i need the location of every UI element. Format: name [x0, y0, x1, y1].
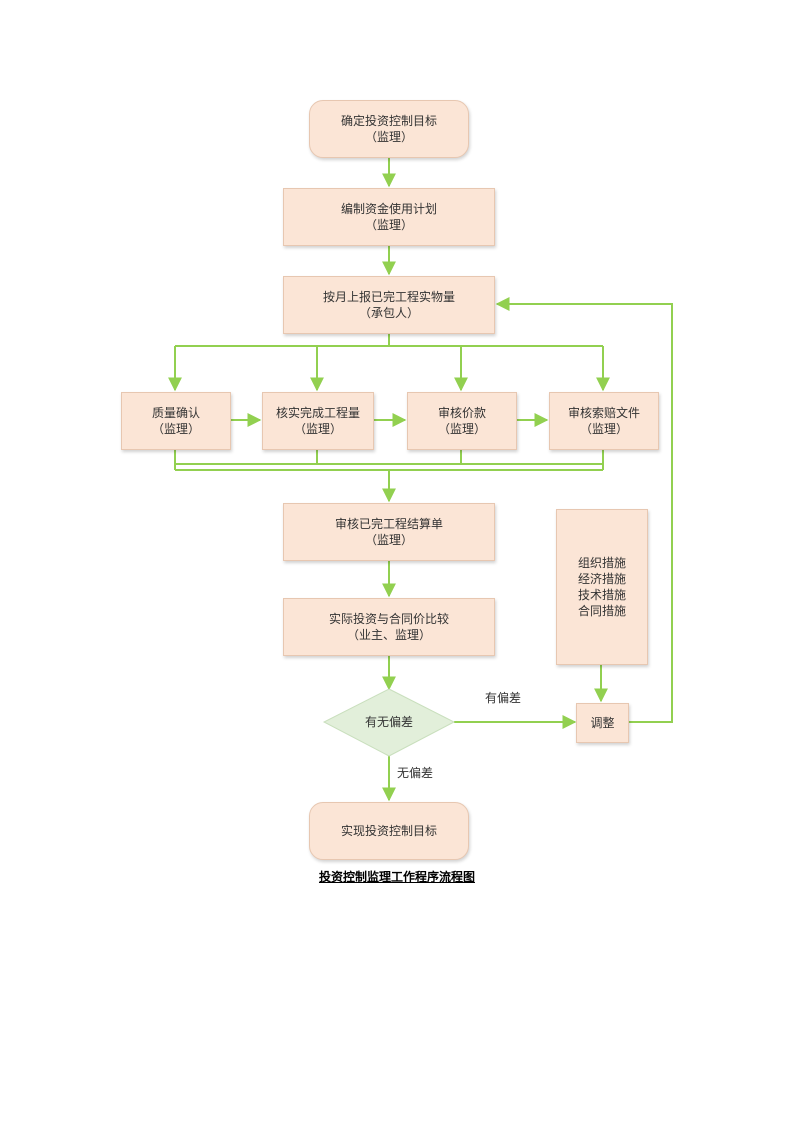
node-review-price: 审核价款 （监理）	[407, 392, 517, 450]
diagram-caption: 投资控制监理工作程序流程图	[0, 868, 794, 885]
node-text-line1: 审核已完工程结算单	[334, 517, 443, 531]
node-text: 实现投资控制目标	[340, 824, 437, 838]
node-measures: 组织措施 经济措施 技术措施 合同措施	[556, 509, 648, 665]
caption-text: 投资控制监理工作程序流程图	[318, 870, 475, 884]
node-text-line2: （监理）	[364, 218, 413, 232]
measure-line-2: 经济措施	[577, 572, 626, 586]
node-monthly-report: 按月上报已完工程实物量 （承包人）	[283, 276, 495, 334]
node-text: 调整	[590, 716, 615, 730]
decision-label: 有无偏差	[364, 715, 413, 729]
node-text-line1: 核实完成工程量	[275, 406, 360, 420]
node-text-line2: （监理）	[151, 422, 200, 436]
node-text-line1: 审核索赔文件	[567, 406, 640, 420]
node-text-line1: 按月上报已完工程实物量	[322, 290, 455, 304]
node-text-line2: （监理）	[364, 533, 413, 547]
node-text-line1: 质量确认	[151, 406, 200, 420]
node-text-line1: 确定投资控制目标	[340, 114, 437, 128]
decision-diamond	[322, 688, 456, 757]
connector-report-split	[175, 334, 390, 347]
node-verify-quantity: 核实完成工程量 （监理）	[262, 392, 374, 450]
node-text-line2: （承包人）	[358, 306, 419, 320]
arrow-adjust-to-report	[495, 297, 673, 723]
node-text-line1: 实际投资与合同价比较	[328, 612, 449, 626]
node-compare-investment: 实际投资与合同价比较 （业主、监理）	[283, 598, 495, 656]
node-text-line1: 编制资金使用计划	[340, 202, 437, 216]
edge-label-no-deviation: 无偏差	[397, 766, 434, 780]
node-achieve-goal: 实现投资控制目标	[309, 802, 469, 860]
node-text-line2: （监理）	[579, 422, 628, 436]
node-adjust: 调整	[576, 703, 629, 743]
node-set-investment-goal: 确定投资控制目标 （监理）	[309, 100, 469, 158]
node-text-line2: （业主、监理）	[346, 628, 431, 642]
node-review-claims: 审核索赔文件 （监理）	[549, 392, 659, 450]
node-text-line2: （监理）	[293, 422, 342, 436]
node-funding-plan: 编制资金使用计划 （监理）	[283, 188, 495, 246]
node-review-settlement: 审核已完工程结算单 （监理）	[283, 503, 495, 561]
node-text-line2: （监理）	[364, 130, 413, 144]
node-text-line1: 审核价款	[437, 406, 486, 420]
measure-line-4: 合同措施	[577, 604, 626, 618]
edge-label-has-deviation: 有偏差	[485, 691, 522, 705]
measure-line-1: 组织措施	[577, 556, 626, 570]
node-text-line2: （监理）	[437, 422, 486, 436]
measure-line-3: 技术措施	[577, 588, 626, 602]
node-quality-confirm: 质量确认 （监理）	[121, 392, 231, 450]
